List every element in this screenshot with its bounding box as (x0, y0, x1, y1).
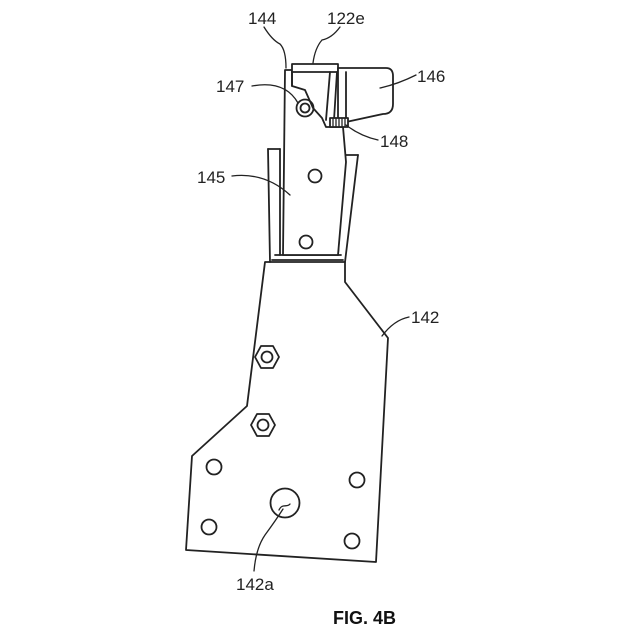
label-145: 145 (197, 168, 225, 187)
leader-148 (346, 125, 378, 140)
leader-145 (232, 175, 290, 195)
label-144: 144 (248, 9, 276, 28)
label-142: 142 (411, 308, 439, 327)
leader-144 (264, 27, 286, 68)
leader-122e (313, 27, 340, 63)
slider-144 (283, 70, 346, 255)
spring-148 (330, 118, 348, 127)
leader-142 (382, 317, 409, 336)
label-142a: 142a (236, 575, 274, 594)
label-147: 147 (216, 77, 244, 96)
label-148: 148 (380, 132, 408, 151)
label-122e: 122e (327, 9, 365, 28)
figure-title: FIG. 4B (333, 608, 396, 628)
label-146: 146 (417, 67, 445, 86)
